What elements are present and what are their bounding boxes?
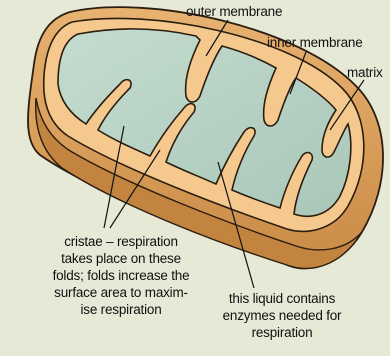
matrix-label: matrix [347, 64, 383, 81]
liquid-label: this liquid contains enzymes needed for … [204, 290, 360, 341]
inner-membrane-label: inner membrane [267, 34, 363, 51]
cristae-label: cristae – respiration takes place on the… [28, 233, 214, 318]
outer-membrane-label: outer membrane [186, 3, 282, 20]
